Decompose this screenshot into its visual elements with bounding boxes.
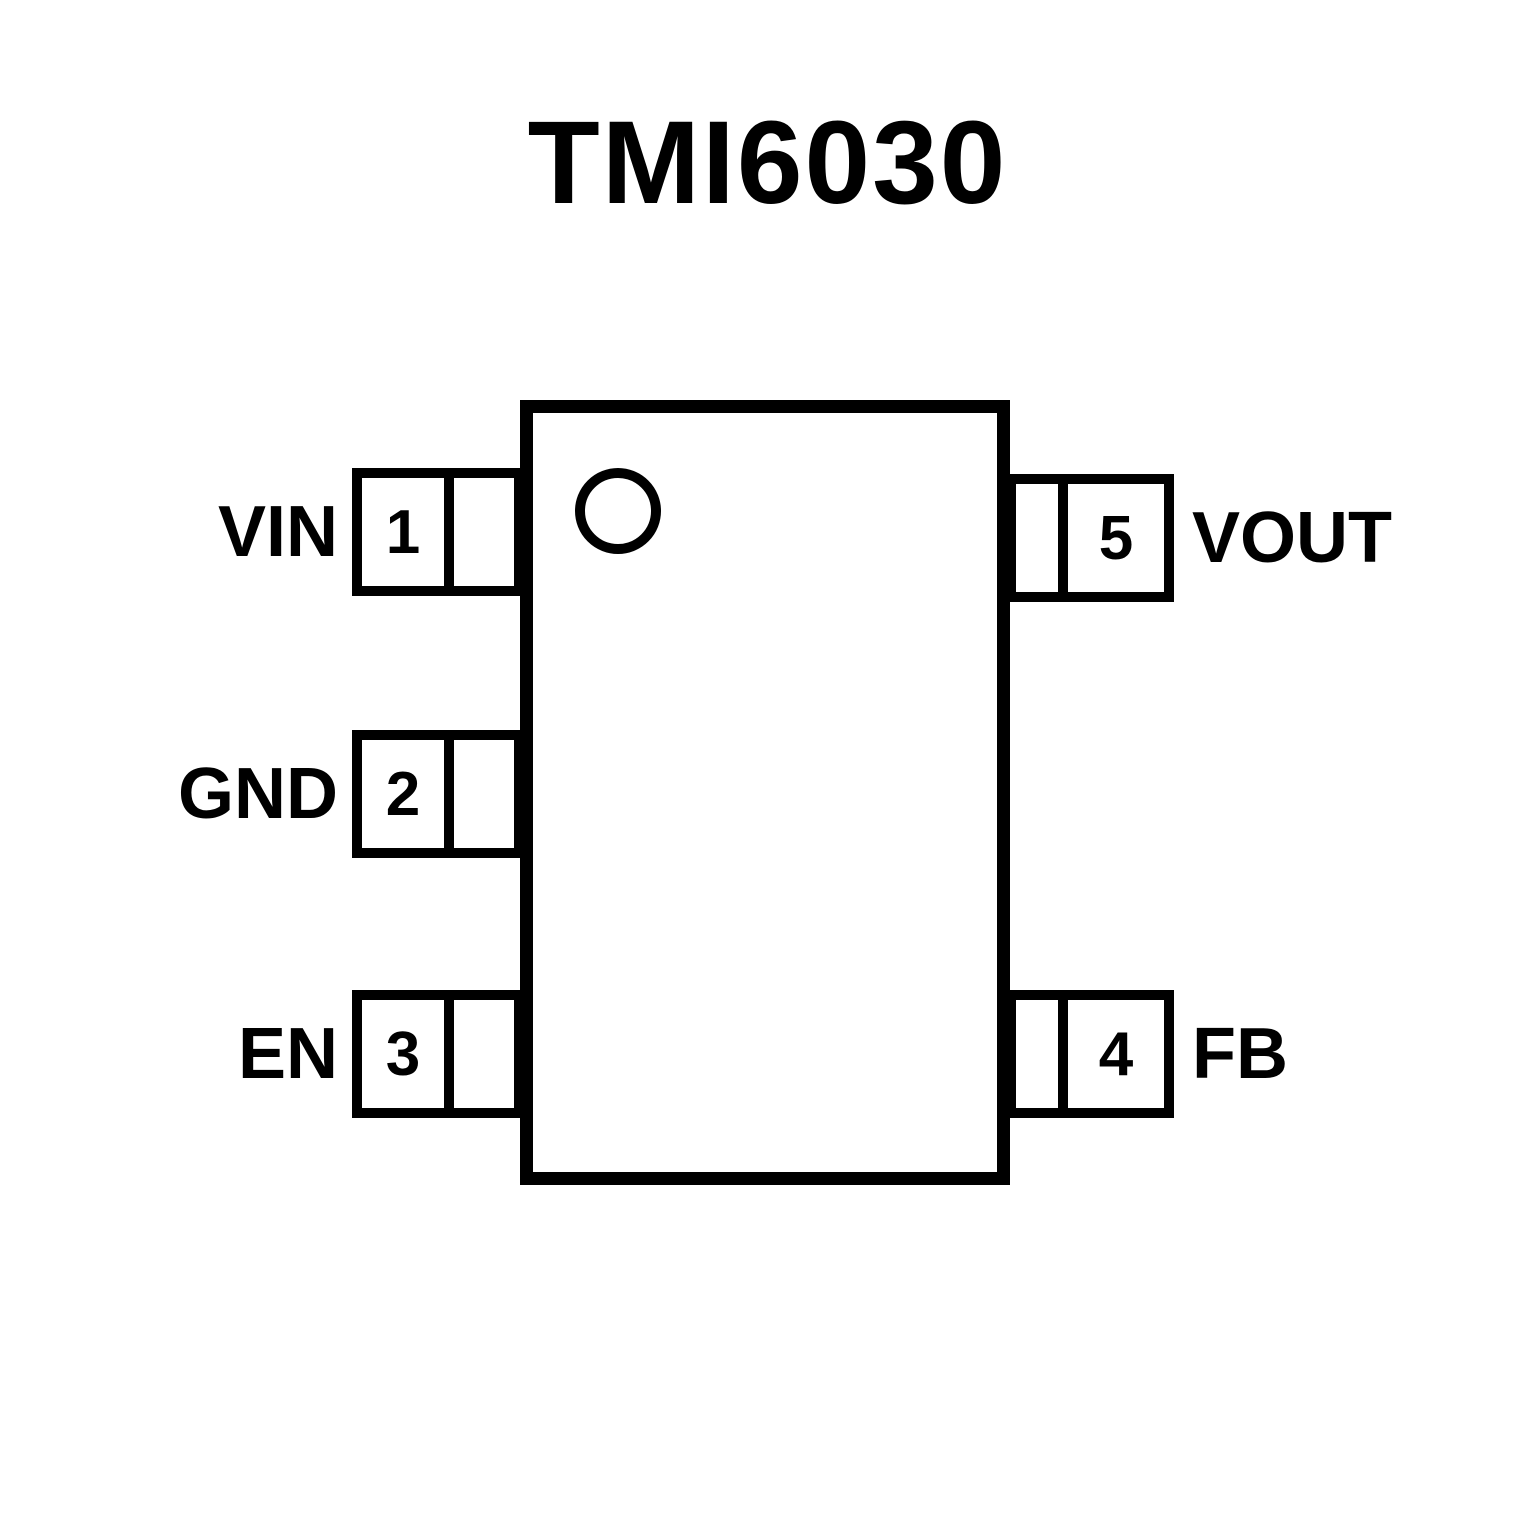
pin-box-2: 2 bbox=[352, 730, 524, 858]
pin-box-1: 1 bbox=[352, 468, 524, 596]
pin-stub-5 bbox=[1016, 484, 1068, 592]
pin-number-1: 1 bbox=[362, 478, 454, 586]
pin-box-3: 3 bbox=[352, 990, 524, 1118]
pin-label-en: EN bbox=[237, 1014, 338, 1094]
pin-row-3: EN 3 bbox=[0, 990, 524, 1118]
pin-label-gnd: GND bbox=[178, 754, 338, 834]
chip-title: TMI6030 bbox=[527, 97, 1008, 229]
pin-row-1: VIN 1 bbox=[0, 468, 524, 596]
pin-stub-1 bbox=[454, 478, 514, 586]
pin-label-fb: FB bbox=[1192, 1014, 1288, 1094]
pin-stub-4 bbox=[1016, 1000, 1068, 1108]
pin-row-2: GND 2 bbox=[0, 730, 524, 858]
pin-number-5: 5 bbox=[1098, 503, 1134, 573]
pin-number-4: 4 bbox=[1098, 1019, 1134, 1089]
pin-stub-2 bbox=[454, 740, 514, 848]
pin-row-5: 5 VOUT bbox=[1006, 474, 1392, 602]
pin-row-4: 4 FB bbox=[1006, 990, 1288, 1118]
pin-label-vout: VOUT bbox=[1192, 498, 1393, 578]
pin-label-vin: VIN bbox=[217, 492, 338, 572]
pin-number-3: 3 bbox=[362, 1000, 454, 1108]
pin-box-4: 4 bbox=[1006, 990, 1174, 1118]
pin-box-5: 5 bbox=[1006, 474, 1174, 602]
pin-number-2: 2 bbox=[362, 740, 454, 848]
pin1-orientation-dot bbox=[575, 468, 661, 554]
pin-stub-3 bbox=[454, 1000, 514, 1108]
